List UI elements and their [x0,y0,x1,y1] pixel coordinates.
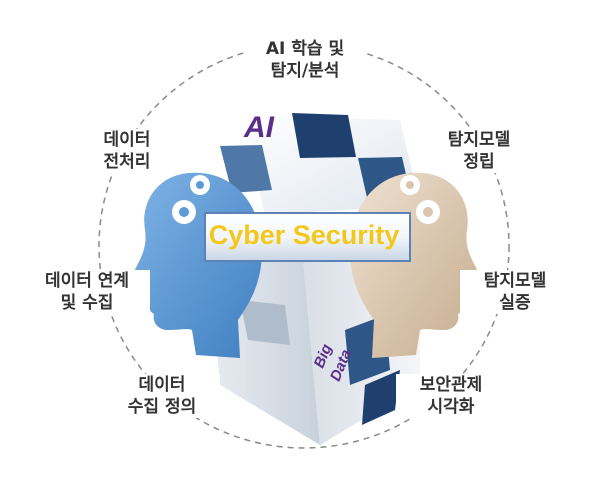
cube-top-tile-mid [220,145,272,193]
step-line: 시각화 [427,397,475,417]
step-line: 데이터 [103,130,151,150]
step-line: 수집 정의 [127,397,197,417]
right-gear-icon-holes [406,181,433,217]
step-line: 탐지/분석 [270,61,340,81]
cube-right-tile-dark-2 [362,370,400,425]
cube-top-tile-dark [292,113,356,158]
step-line: 탐지모델 [447,130,511,150]
step-label-preprocessing: 데이터 전처리 [82,129,172,173]
step-label-visualization: 보안관제 시각화 [396,374,506,418]
step-label-model-design: 탐지모델 정립 [424,129,534,173]
ai-label: AI [243,111,275,144]
step-label-model-demo: 탐지모델 실증 [460,270,570,314]
step-line: 보안관제 [419,375,483,395]
step-label-ai-learning: AI 학습 및 탐지/분석 [244,38,366,82]
center-title: Cyber Security [209,220,400,250]
gear-icon-holes [179,181,204,217]
title-band [204,212,411,262]
step-line: 정립 [463,152,495,172]
step-line: 및 수집 [60,293,114,313]
step-line: 전처리 [103,152,151,172]
step-line: AI 학습 및 [265,39,345,59]
step-label-data-collection-def: 데이터 수집 정의 [104,374,220,418]
step-line: 실증 [499,293,531,313]
cube-left-tile [240,300,290,345]
step-label-data-link: 데이터 연계 및 수집 [24,270,150,314]
step-line: 탐지모델 [483,271,547,291]
step-line: 데이터 연계 [44,271,130,291]
step-line: 데이터 [138,375,186,395]
